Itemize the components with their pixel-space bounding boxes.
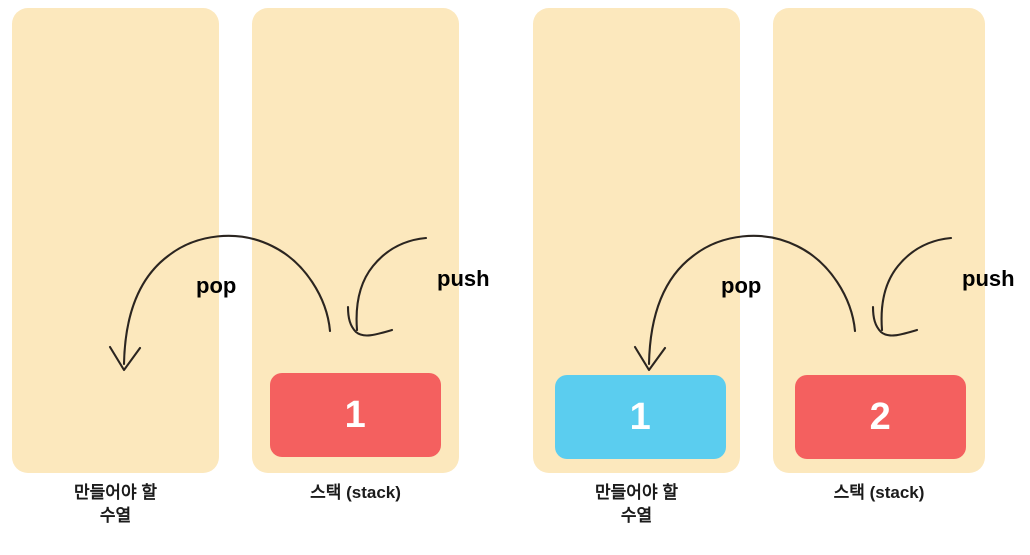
step2-stack-panel-label: 스택 (stack): [833, 483, 925, 502]
step1-sequence-panel-label: 만들어야 할 수열: [74, 483, 157, 525]
step1-stack-panel-label: 스택 (stack): [310, 483, 401, 502]
step2-sequence-panel: 1: [533, 8, 740, 473]
step1-stack-card-1[interactable]: 1: [270, 373, 441, 457]
step2-stack-card-2[interactable]: 2: [795, 375, 966, 459]
step1-pop-label: pop: [196, 273, 237, 298]
step1-sequence-panel: [12, 8, 219, 473]
step2-sequence-panel-label: 만들어야 할 수열: [595, 483, 678, 525]
step2-stack-panel: 2: [773, 8, 985, 473]
step1-stack-panel: 1: [252, 8, 459, 473]
step1-push-label: push: [437, 266, 490, 291]
step2-push-label: push: [962, 266, 1015, 291]
step2-sequence-card-1[interactable]: 1: [555, 375, 726, 459]
step2-pop-label: pop: [721, 273, 762, 298]
